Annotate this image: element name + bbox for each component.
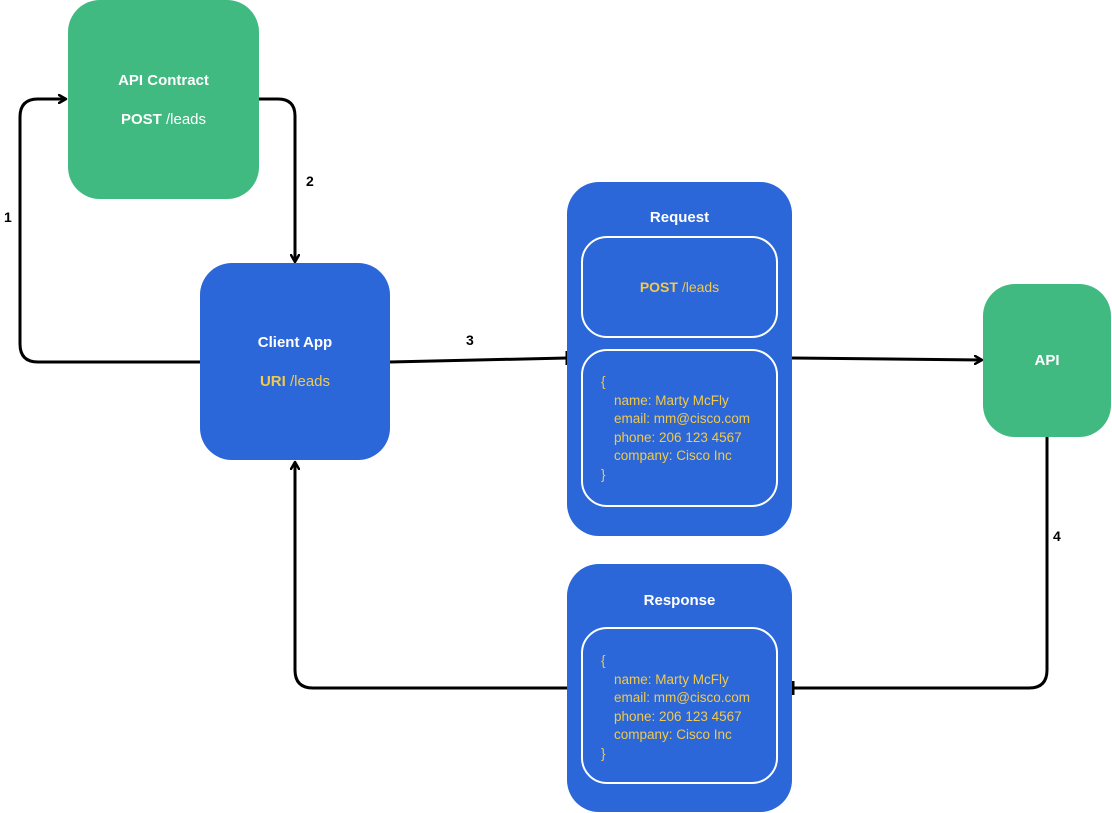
step-label-2: 2	[306, 173, 314, 189]
request-endpoint-box: POST /leads	[581, 236, 778, 338]
edge-request-api	[791, 358, 982, 360]
api-contract-path: /leads	[161, 110, 207, 128]
response-body-close: }	[601, 745, 606, 761]
edge-1	[18, 99, 200, 364]
request-body-company: company: Cisco Inc	[614, 448, 732, 463]
edge-2	[259, 97, 295, 262]
edge-response-client	[295, 462, 567, 690]
request-path: /leads	[677, 279, 720, 295]
request-title: Request	[649, 209, 710, 226]
request-body-box: { name: Marty McFly email: mm@cisco.com …	[581, 349, 778, 507]
request-body-email: email: mm@cisco.com	[614, 411, 750, 426]
api-contract-endpoint: POST /leads	[121, 111, 206, 128]
edge-3	[389, 356, 568, 364]
request-endpoint: POST /leads	[640, 279, 719, 295]
api-contract-method: POST	[120, 110, 162, 128]
request-method: POST	[639, 279, 678, 295]
response-node[interactable]: Response { name: Marty McFly email: mm@c…	[567, 564, 792, 812]
response-body-box: { name: Marty McFly email: mm@cisco.com …	[581, 627, 778, 784]
api-contract-node[interactable]: API Contract POST /leads	[68, 0, 259, 199]
edge-4	[793, 437, 1049, 690]
response-body-open: {	[601, 653, 606, 668]
step-label-1: 1	[4, 209, 12, 225]
response-body-name: name: Marty McFly	[614, 671, 729, 687]
client-app-uri-label: URI	[259, 372, 286, 390]
response-body-email: email: mm@cisco.com	[614, 690, 750, 705]
client-app-title: Client App	[257, 333, 333, 351]
request-node[interactable]: Request POST /leads { name: Marty McFly …	[567, 182, 792, 536]
step-label-3: 3	[466, 332, 474, 348]
step-label-4: 4	[1053, 528, 1061, 544]
response-title: Response	[643, 592, 716, 609]
api-title: API	[1034, 352, 1060, 369]
api-node[interactable]: API	[983, 284, 1111, 437]
request-body-phone: phone: 206 123 4567	[614, 429, 742, 445]
request-body-open: {	[601, 374, 606, 389]
api-contract-title: API Contract	[118, 71, 209, 89]
request-body-close: }	[601, 466, 606, 482]
client-app-path: /leads	[285, 372, 331, 390]
request-body-name: name: Marty McFly	[614, 392, 729, 408]
client-app-endpoint: URI /leads	[260, 373, 330, 390]
response-body-company: company: Cisco Inc	[614, 727, 732, 742]
client-app-node[interactable]: Client App URI /leads	[200, 263, 390, 460]
response-body-phone: phone: 206 123 4567	[614, 708, 742, 724]
